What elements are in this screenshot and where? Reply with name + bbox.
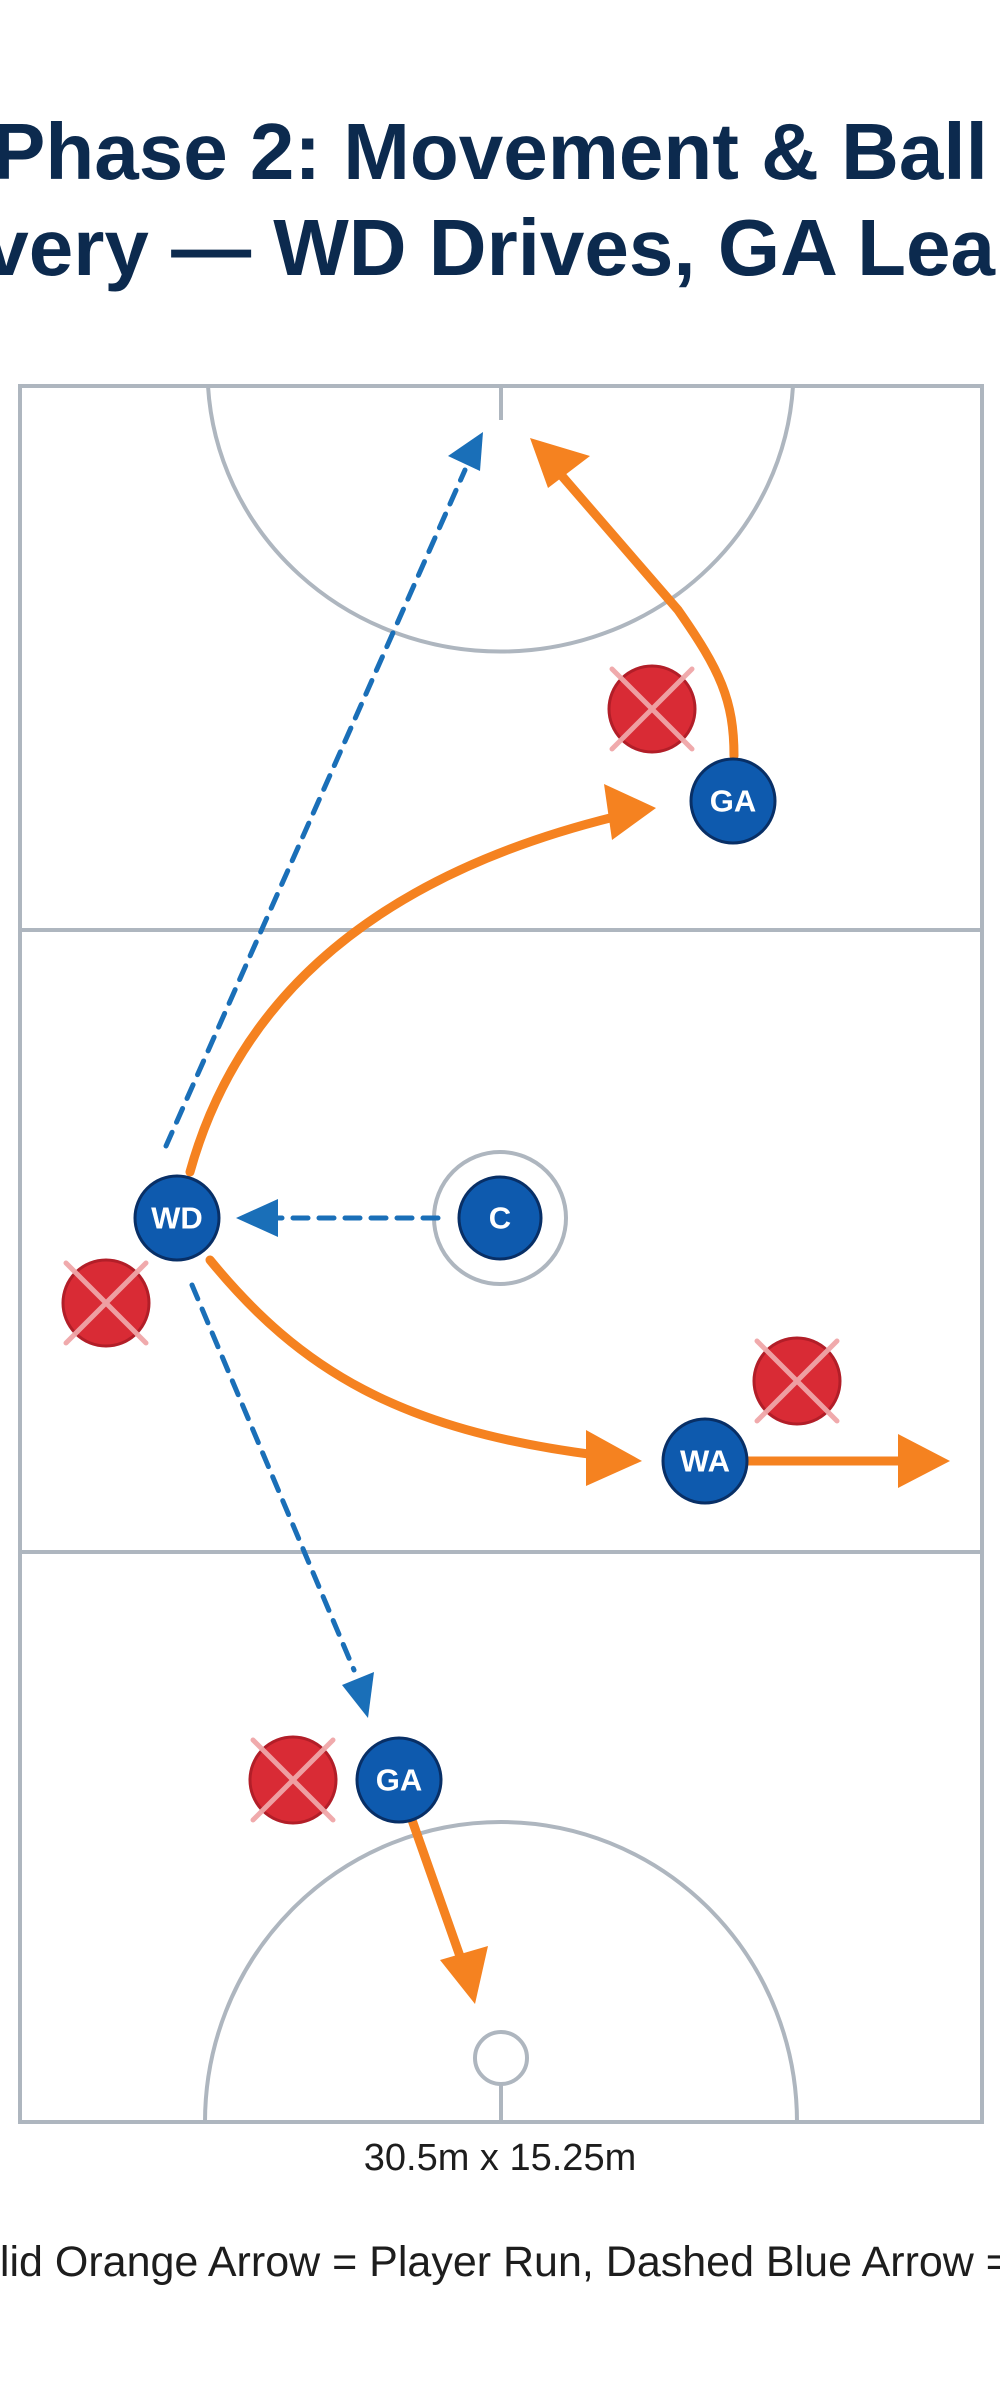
- svg-text:GA: GA: [710, 784, 757, 819]
- pass-c-to-wd: [236, 1199, 441, 1237]
- svg-text:WD: WD: [151, 1201, 203, 1236]
- pass-wd-to-top-circle: [163, 432, 483, 1149]
- defender-bottom: [248, 1735, 338, 1825]
- run-wa-outward: [743, 1434, 950, 1488]
- player-ga-bottom: GA: [355, 1736, 443, 1824]
- top-shooting-circle: [206, 385, 795, 654]
- player-ga-top: GA: [689, 757, 777, 845]
- pass-wd-to-ga-bottom: [189, 1282, 374, 1718]
- legend-text: olid Orange Arrow = Player Run, Dashed B…: [0, 2238, 1000, 2286]
- defender-right: [752, 1336, 842, 1426]
- player-c: C: [457, 1175, 543, 1261]
- defender-top: [607, 664, 697, 754]
- run-ga-lead-to-top-circle: [530, 438, 739, 761]
- bottom-shooting-circle: [203, 1820, 799, 2123]
- svg-text:WA: WA: [680, 1444, 730, 1479]
- svg-text:C: C: [489, 1201, 511, 1236]
- court-dimensions: 30.5m x 15.25m: [363, 2137, 637, 2179]
- run-wd-to-ga-area: [185, 784, 656, 1177]
- run-wd-to-wa-area: [205, 1255, 642, 1486]
- defender-left: [61, 1258, 151, 1348]
- player-wa: WA: [661, 1417, 749, 1505]
- run-ga-into-circle: [407, 1815, 488, 2004]
- player-wd: WD: [133, 1174, 221, 1262]
- bottom-goal-ring: [473, 2030, 529, 2086]
- svg-text:GA: GA: [376, 1763, 423, 1798]
